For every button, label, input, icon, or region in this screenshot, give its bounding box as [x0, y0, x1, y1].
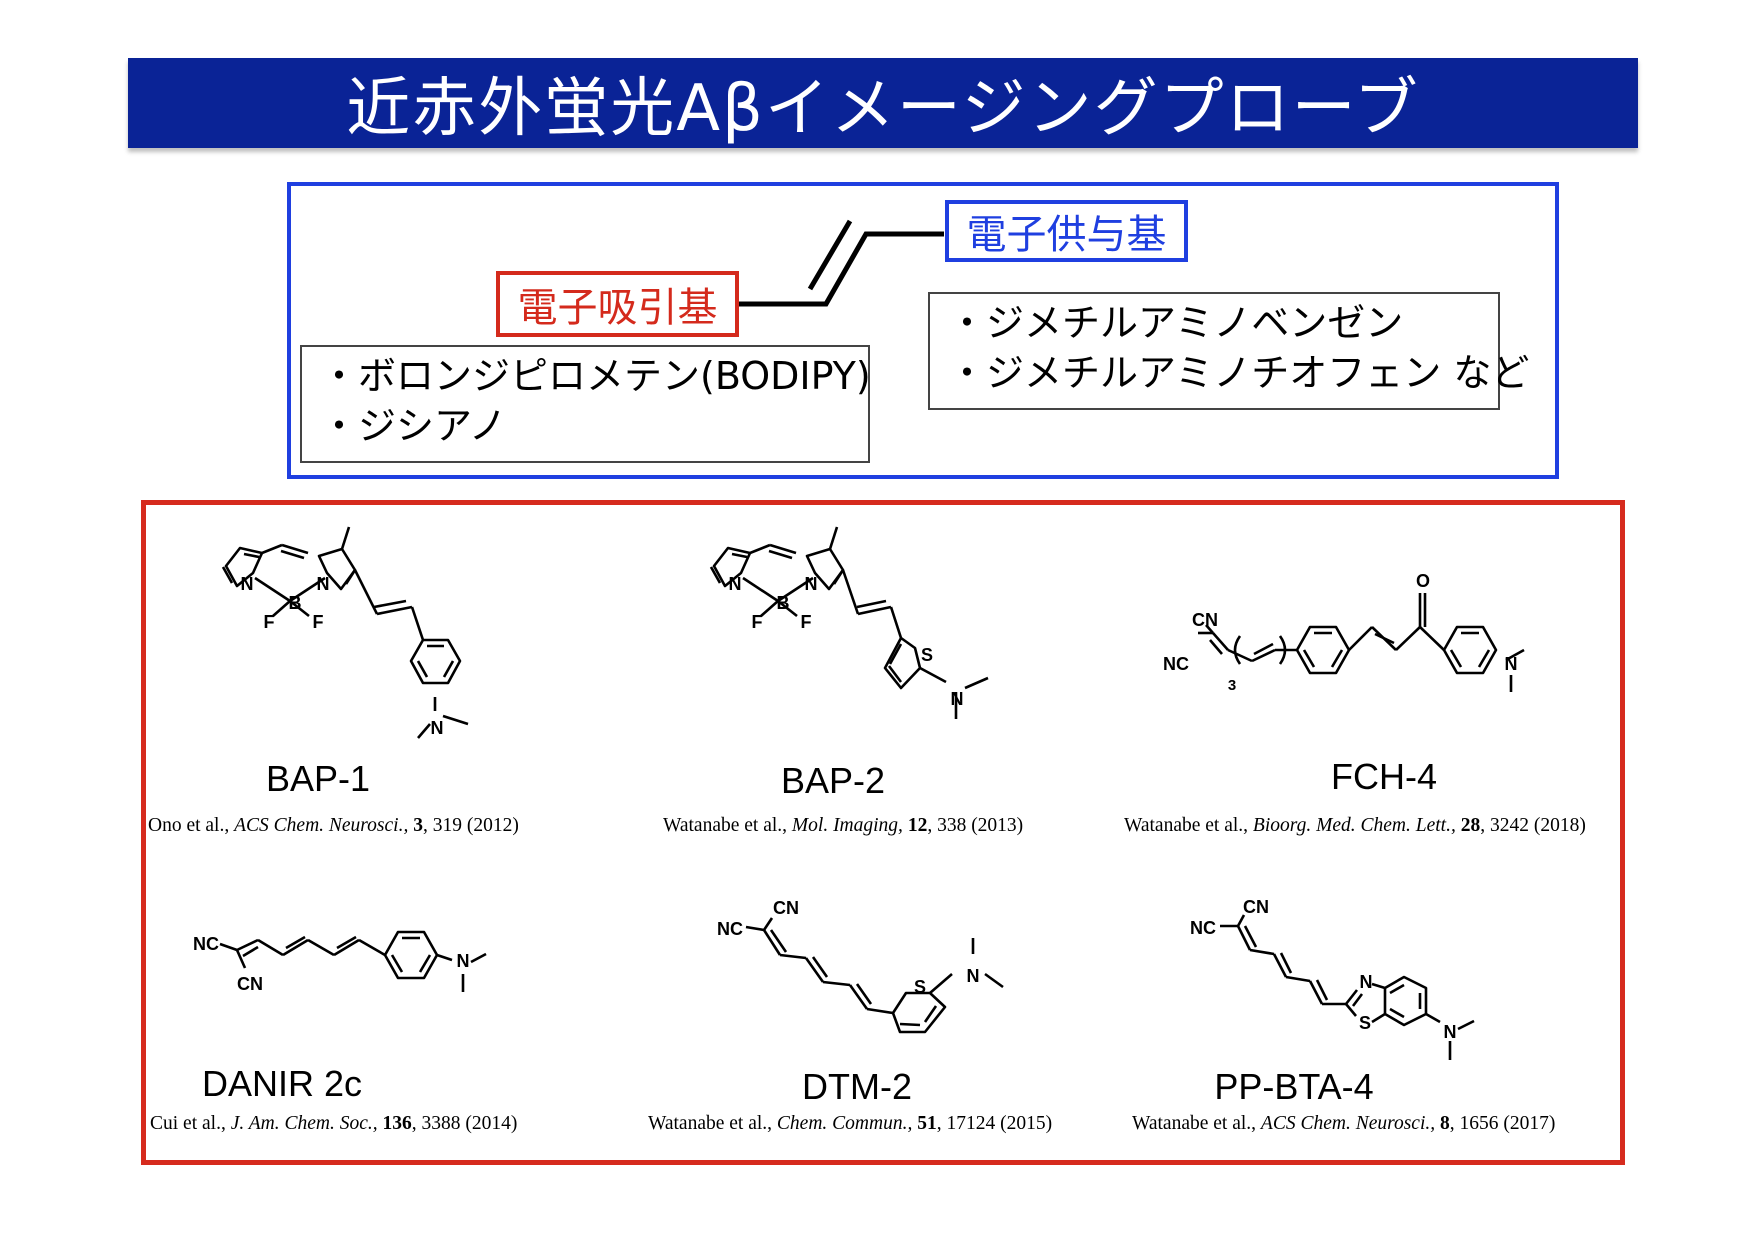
atom-label: N	[951, 689, 964, 709]
reference: Ono et al., ACS Chem. Neurosci., 3, 319 …	[148, 815, 519, 836]
atom-label: N	[317, 574, 330, 594]
atom-label: N	[241, 574, 254, 594]
donor-item: ・ジメチルアミノベンゼン	[948, 301, 1404, 345]
acceptor-list: ・ボロンジピロメテン(BODIPY) ・ジシアノ	[300, 345, 871, 463]
atom-label: NC	[1163, 654, 1189, 674]
fch4-structure	[1198, 593, 1525, 692]
atom-label: B	[289, 593, 302, 613]
probe-name: PP-BTA-4	[1214, 1066, 1374, 1107]
danir2c-structure	[219, 930, 487, 992]
atom-label: N	[457, 951, 470, 971]
concept-box	[287, 182, 1559, 479]
probe-name: FCH-4	[1331, 756, 1437, 797]
probe-name: DTM-2	[802, 1066, 912, 1107]
reference: Watanabe et al., Mol. Imaging, 12, 338 (…	[663, 815, 1024, 836]
atom-label: F	[752, 612, 763, 632]
atom-label: B	[777, 593, 790, 613]
atom-label: S	[921, 645, 933, 665]
atom-label: S	[1359, 1013, 1371, 1033]
dtm2-structure	[745, 917, 1004, 1034]
probe-box	[141, 500, 1625, 1165]
atom-label: S	[914, 977, 926, 997]
atom-label: N	[805, 574, 818, 594]
bap1-structure	[221, 526, 469, 739]
reference: Cui et al., J. Am. Chem. Soc., 136, 3388…	[150, 1113, 518, 1134]
atom-label: NC	[1190, 918, 1216, 938]
atom-label: F	[313, 612, 324, 632]
donor-label: 電子供与基	[945, 200, 1188, 262]
probe-name: BAP-1	[265, 758, 371, 799]
atom-label: NC	[717, 919, 743, 939]
reference: Watanabe et al., Chem. Commun., 51, 1712…	[648, 1113, 1053, 1134]
atom-label: N	[1505, 654, 1518, 674]
donor-item: ・ジメチルアミノチオフェン など	[948, 351, 1530, 395]
atom-label: N	[967, 966, 980, 986]
probe-name: DANIR 2c	[201, 1063, 363, 1104]
title-bar: 近赤外蛍光Aβイメージングプローブ	[128, 58, 1638, 148]
acceptor-item: ・ボロンジピロメテン(BODIPY)	[320, 354, 871, 398]
atom-label: F	[801, 612, 812, 632]
atom-label: N	[1360, 972, 1373, 992]
atom-label: N	[431, 718, 444, 738]
acceptor-label: 電子吸引基	[496, 271, 739, 337]
page-title: 近赤外蛍光Aβイメージングプローブ	[346, 72, 1420, 146]
reference: Watanabe et al., Bioorg. Med. Chem. Lett…	[1124, 815, 1586, 836]
atom-label: O	[1416, 571, 1430, 591]
acceptor-item: ・ジシアノ	[320, 404, 507, 448]
atom-label: CN	[773, 898, 799, 918]
repeat-count: 3	[1228, 677, 1236, 694]
atom-label: CN	[1243, 897, 1269, 917]
atom-label: CN	[237, 974, 263, 994]
donor-list: ・ジメチルアミノベンゼン ・ジメチルアミノチオフェン など	[928, 292, 1530, 410]
atom-label: N	[729, 574, 742, 594]
atom-label: CN	[1192, 610, 1218, 630]
probe-name: BAP-2	[780, 760, 886, 801]
reference: Watanabe et al., ACS Chem. Neurosci., 8,…	[1132, 1113, 1556, 1134]
atom-label: N	[1444, 1022, 1457, 1042]
atom-label: F	[264, 612, 275, 632]
bap2-structure	[709, 526, 989, 719]
ppbta4-structure	[1220, 914, 1475, 1060]
atom-label: NC	[193, 934, 219, 954]
